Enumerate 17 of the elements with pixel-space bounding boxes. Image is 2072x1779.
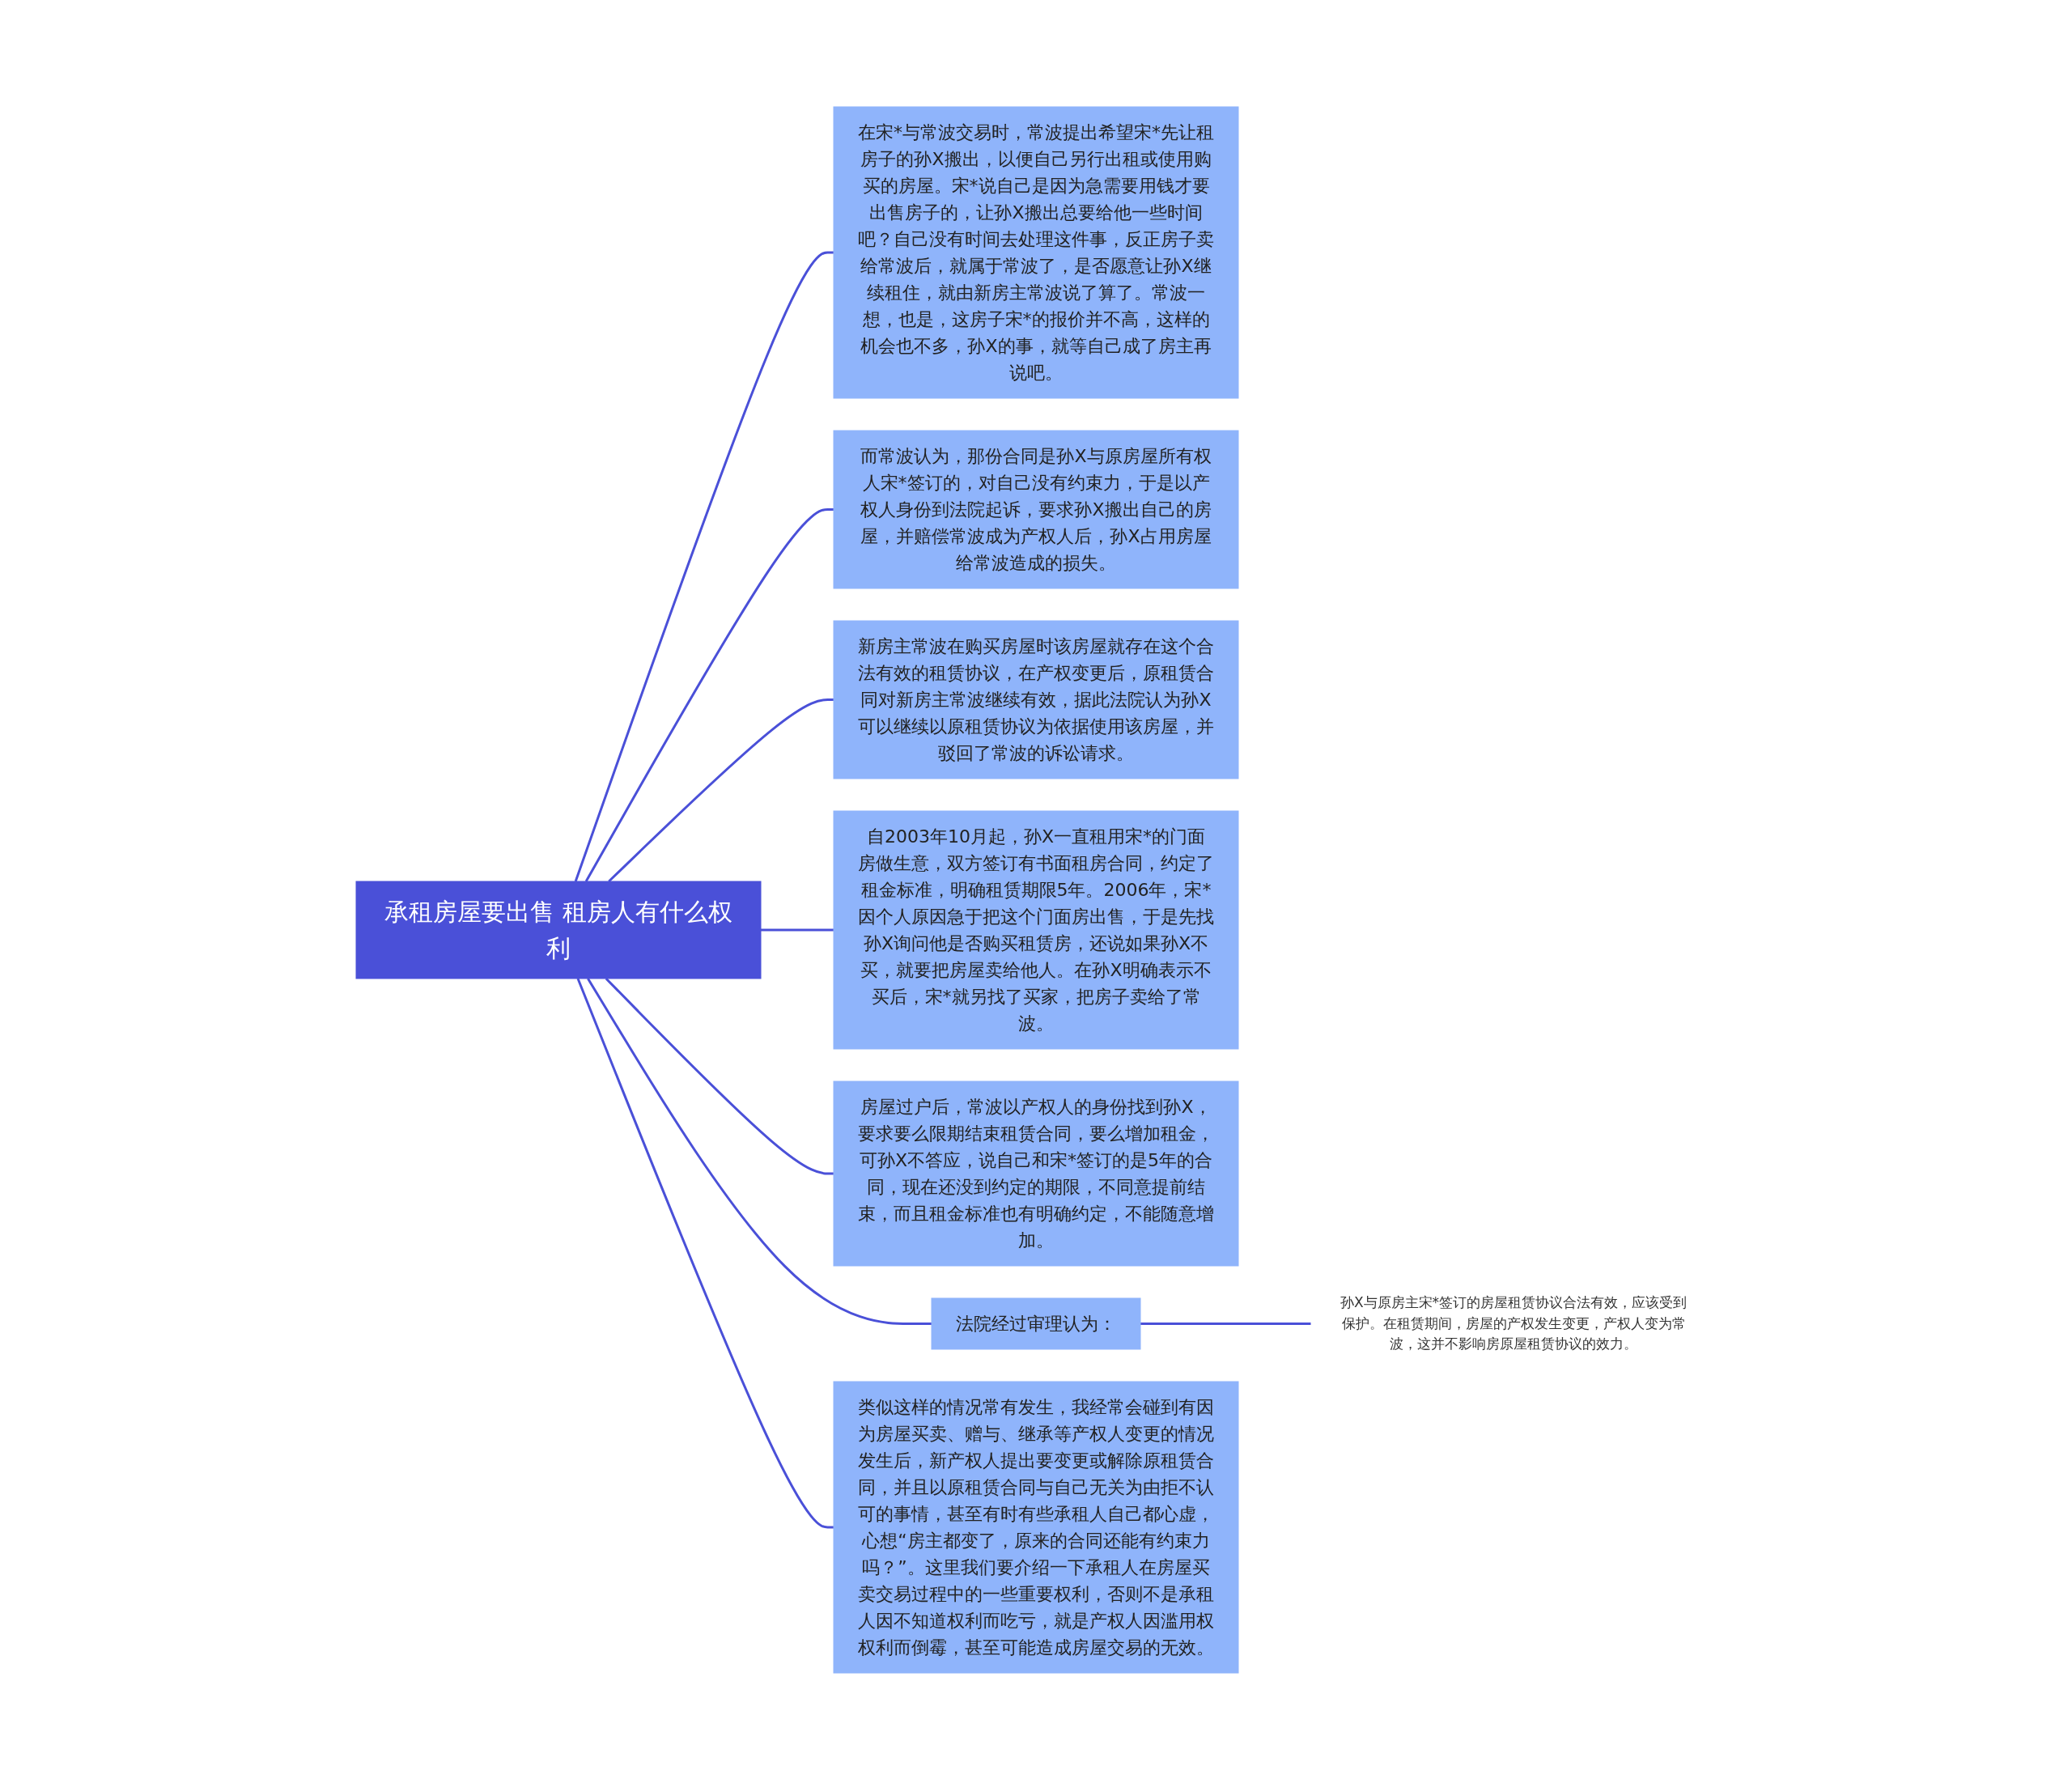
node-box: 房屋过户后，常波以产权人的身份找到孙X，要求要么限期结束租赁合同，要么增加租金，可孙X不答应，说自己和宋*签订的是5年的合同，现在还没到约定的期限，不同意提前结束，而且租金标准也有明确约定，不能随意增加。 bbox=[833, 1081, 1239, 1266]
node-box: 新房主常波在购买房屋时该房屋就存在这个合法有效的租赁协议，在产权变更后，原租赁合同对新房主常波继续有效，据此法院认为孙X可以继续以原租赁协议为依据使用该房屋，并驳回了常波的诉讼请求。 bbox=[833, 620, 1239, 779]
node-box: 而常波认为，那份合同是孙X与原房屋所有权人宋*签订的，对自己没有约束力，于是以产权人身份到法院起诉，要求孙X搬出自己的房屋，并赔偿常波成为产权人后，孙X占用房屋给常波造成的损失。 bbox=[833, 430, 1239, 588]
connector bbox=[761, 928, 834, 931]
node-box: 承租房屋要出售 租房人有什么权利 bbox=[355, 881, 762, 979]
node-box: 自2003年10月起，孙X一直租用宋*的门面房做生意，双方签订有书面租房合同，约定了租金标准，明确租赁期限5年。2006年，宋*因个人原因急于把这个门面房出售，于是先找孙X询问他是否购买租赁房，还说如果孙X不买，就要把房屋卖给他人。在孙X明确表示不买后，宋*就另找了买家，把房子卖给了常波。 bbox=[833, 810, 1239, 1049]
node-box: 法院经过审理认为： bbox=[931, 1297, 1141, 1349]
node-box: 在宋*与常波交易时，常波提出希望宋*先让租房子的孙X搬出，以便自己另行出租或使用购买的房屋。宋*说自己是因为急需要用钱才要出售房子的，让孙X搬出总要给他一些时间吧？自己没有时间去处理这件事，反正房子卖给常波后，就属于常波了，是否愿意让孙X继续租住，就由新房主常波说了算了。常波一想，也是，这房子宋*的报价并不高，这样的机会也不多，孙X的事，就等自己成了房主再说吧。 bbox=[833, 106, 1239, 398]
connector bbox=[1140, 1322, 1311, 1325]
connector bbox=[574, 251, 834, 881]
connector bbox=[587, 977, 932, 1325]
connector bbox=[576, 977, 834, 1528]
connector bbox=[584, 507, 834, 882]
node-text: 孙X与原房主宋*签订的房屋租赁协议合法有效，应该受到保护。在租赁期间，房屋的产权发生变更，产权人变为常波，这并不影响房原屋租赁协议的效力。 bbox=[1340, 1293, 1688, 1352]
connector bbox=[608, 698, 834, 882]
connector bbox=[605, 977, 834, 1174]
node-box: 类似这样的情况常有发生，我经常会碰到有因为房屋买卖、赠与、继承等产权人变更的情况发生后，新产权人提出要变更或解除原租赁合同，并且以原租赁合同与自己无关为由拒不认可的事情，甚至有时有些承租人自己都心虚，心想“房主都变了，原来的合同还能有约束力吗？”。这里我们要介绍一下承租人在房屋买卖交易过程中的一些重要权利，否则不是承租人因不知道权利而吃亏，就是产权人因滥用权权利而倒霉，甚至可能造成房屋交易的无效。 bbox=[833, 1381, 1239, 1673]
